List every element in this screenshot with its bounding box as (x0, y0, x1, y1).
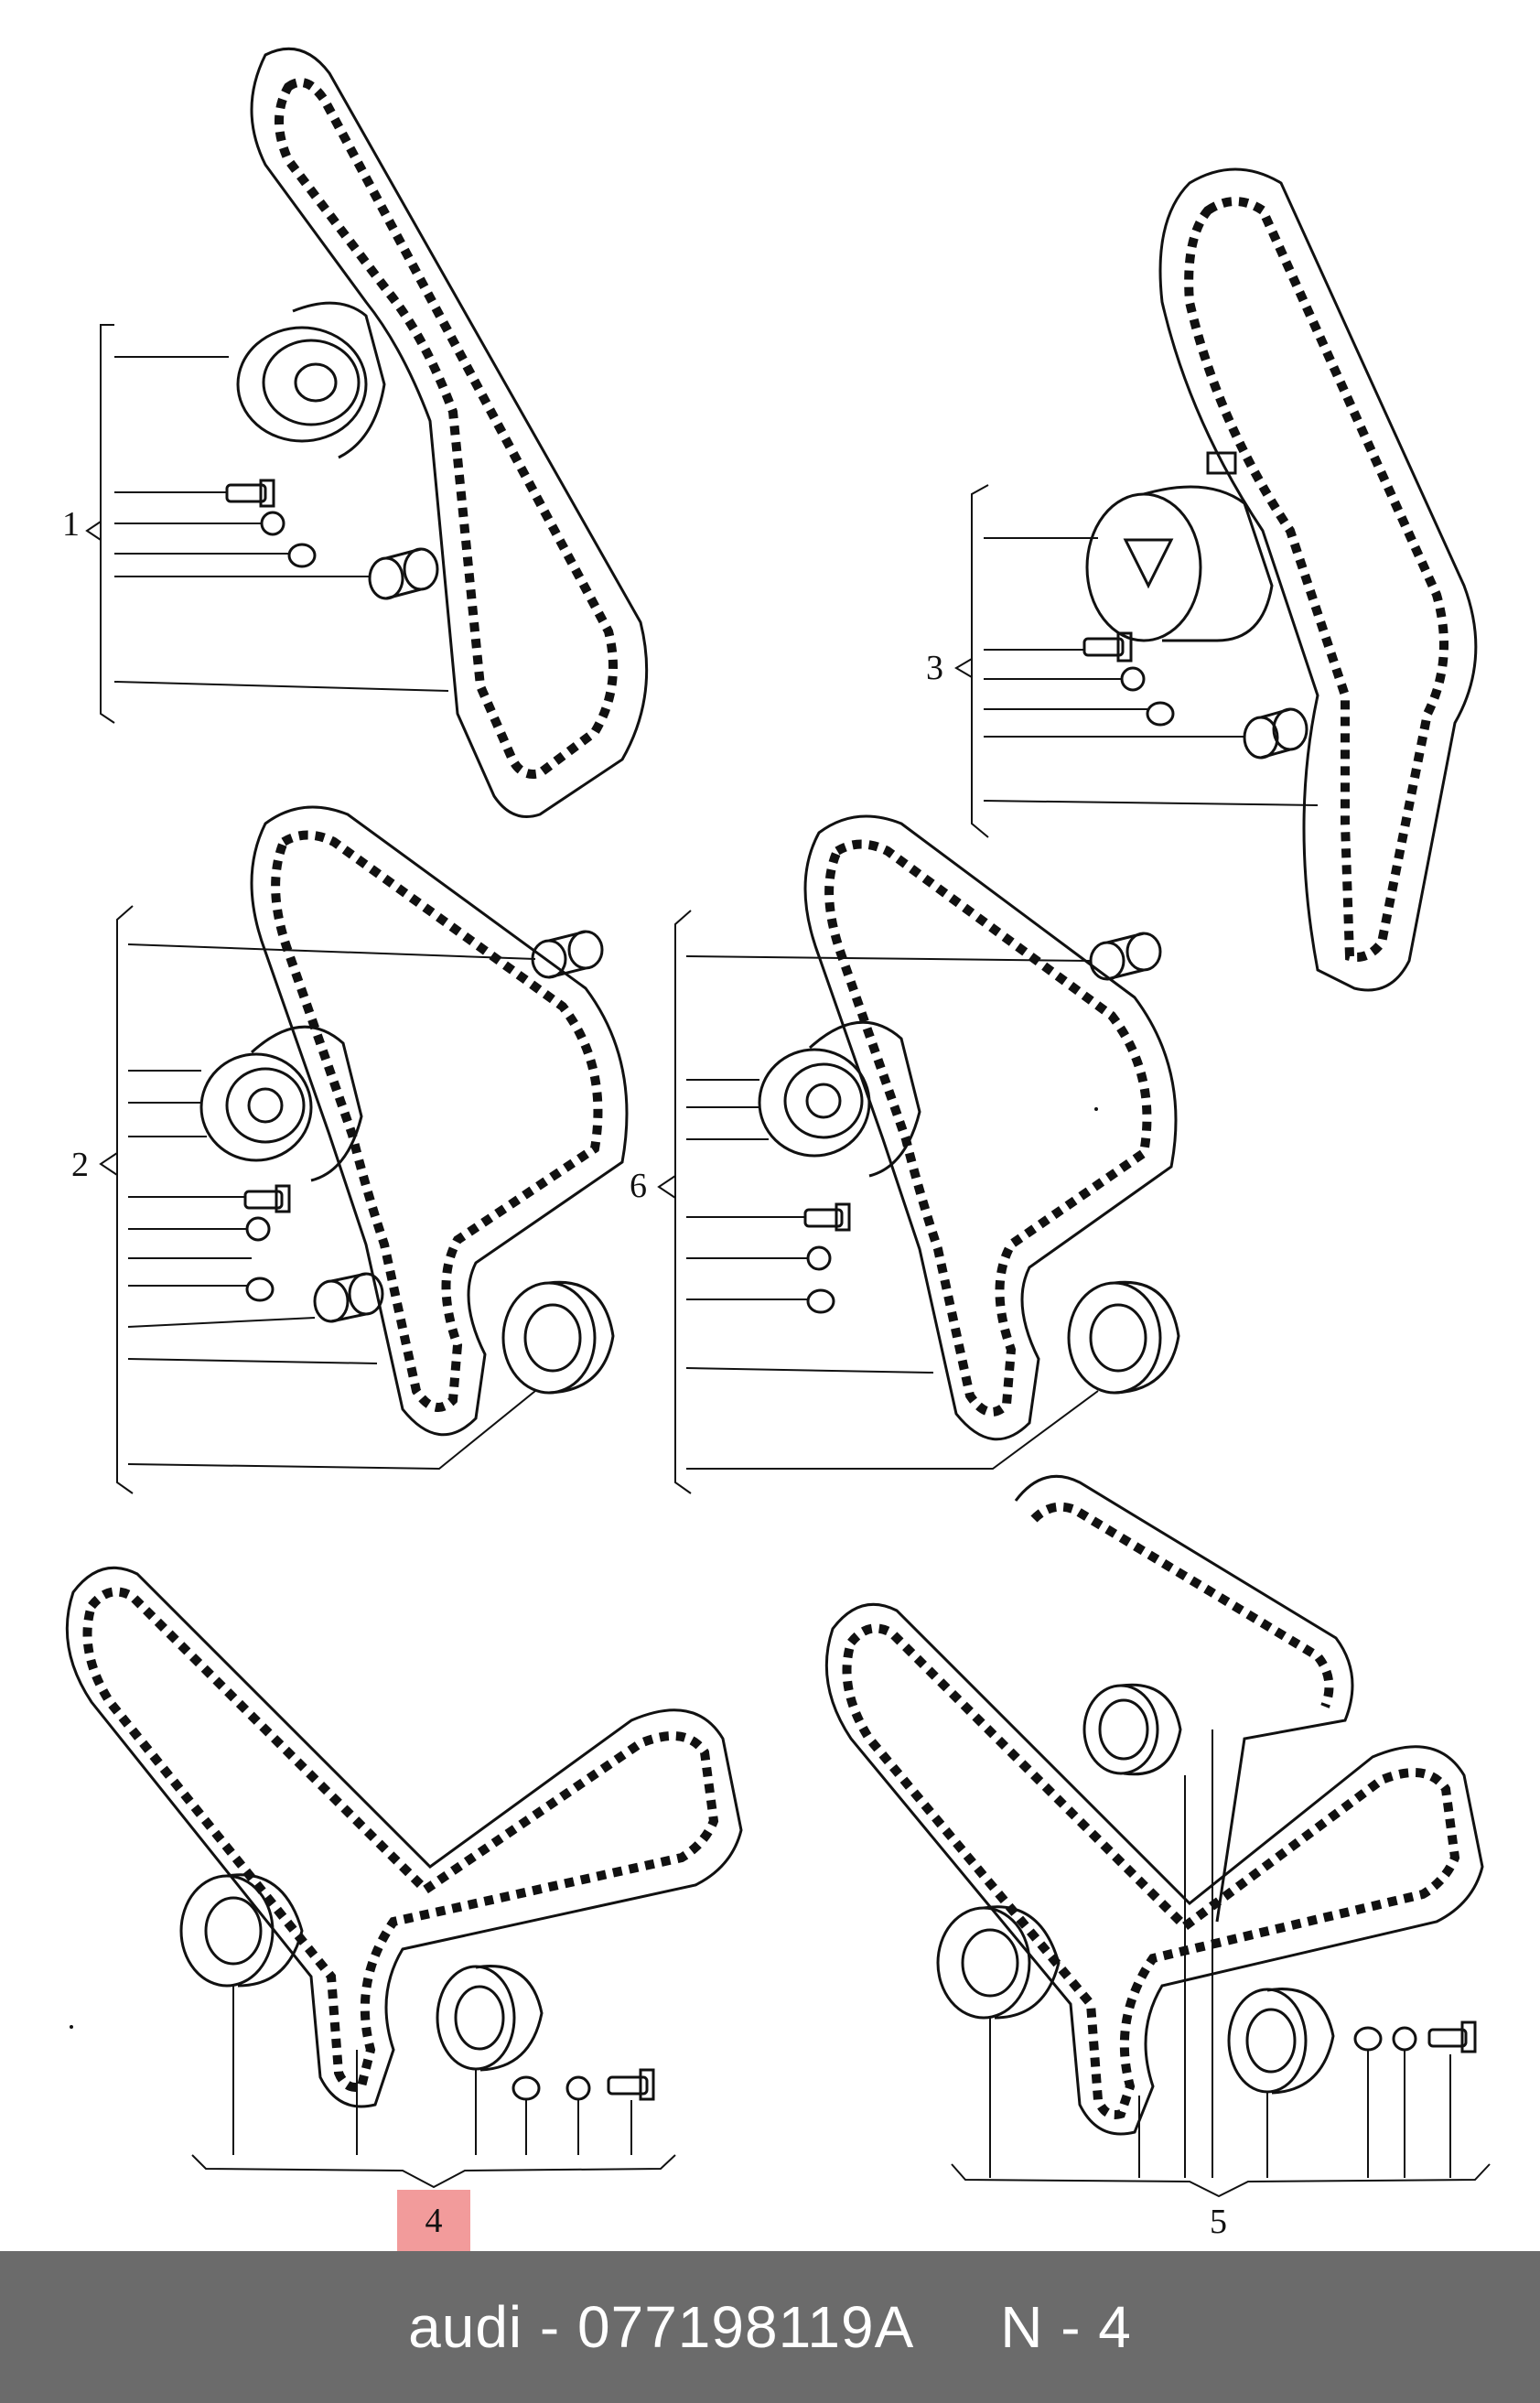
footer-dash: - (539, 2294, 561, 2360)
group-5-assembly: 5 (824, 1474, 1491, 2241)
callout-4: 4 (425, 2201, 443, 2240)
washer-5[interactable] (1392, 2026, 1417, 2052)
washer-2[interactable] (245, 1216, 271, 1242)
callout-2: 2 (71, 1146, 89, 1184)
timing-belt-5[interactable] (824, 1474, 1484, 2136)
bolt-6[interactable] (803, 1202, 851, 1232)
sleeve-1[interactable] (368, 547, 439, 600)
footer-gap (914, 2293, 1000, 2361)
footer-separator (522, 2293, 540, 2361)
speck (70, 2025, 73, 2029)
callout-5: 5 (1210, 2203, 1227, 2241)
footer-position: N - 4 (1000, 2294, 1132, 2360)
footer-brand: audi (408, 2294, 523, 2360)
callout-1: 1 (62, 505, 80, 544)
idler-pulley-6[interactable] (1067, 1280, 1180, 1395)
bolt-3[interactable] (1082, 631, 1133, 663)
sleeve-2a[interactable] (531, 930, 604, 979)
group-4-assembly (65, 1566, 743, 2189)
callout-3: 3 (926, 649, 943, 687)
speck (1094, 1107, 1098, 1111)
nut-2[interactable] (245, 1277, 275, 1302)
bolt-1[interactable] (225, 479, 275, 508)
group-6-assembly: 6 (630, 814, 1180, 1494)
highlighted-callout-box (397, 2190, 470, 2251)
tensioner-pulley-6[interactable] (758, 1020, 921, 1178)
idler-pulley-5[interactable] (1227, 1988, 1335, 2095)
nut-1[interactable] (287, 543, 317, 568)
washer-4[interactable] (565, 2075, 591, 2101)
bolt-2[interactable] (243, 1184, 291, 1213)
sleeve-6[interactable] (1089, 932, 1162, 981)
tensioner-pulley-1[interactable] (236, 301, 386, 459)
nut-6[interactable] (806, 1288, 835, 1314)
timing-belt-6[interactable] (803, 814, 1178, 1441)
leader-lines-6 (657, 910, 1099, 1494)
bolt-4[interactable] (607, 2068, 655, 2101)
timing-belt-3[interactable] (1158, 167, 1478, 992)
nut-5[interactable] (1353, 2026, 1383, 2052)
leader-lines-1 (85, 324, 449, 724)
tensioner-pulley-2[interactable] (199, 1025, 363, 1182)
tensioner-pulley-5[interactable] (936, 1905, 1061, 2020)
nut-4[interactable] (512, 2075, 541, 2101)
idler-pulley-2[interactable] (501, 1280, 615, 1395)
footer-space (560, 2293, 577, 2361)
sleeve-3[interactable] (1243, 707, 1308, 760)
washer-1[interactable] (260, 511, 285, 536)
timing-belt-1[interactable] (250, 47, 649, 818)
footer-caption-bar: audi - 077198119A N - 4 (0, 2251, 1540, 2403)
leader-lines-2 (99, 905, 536, 1494)
group-2-assembly: 2 (71, 805, 629, 1494)
tensioner-pulley-3[interactable] (1085, 451, 1274, 642)
timing-belt-4[interactable] (65, 1566, 743, 2108)
bolt-5[interactable] (1427, 2020, 1477, 2053)
callout-6: 6 (630, 1167, 647, 1205)
footer-part-number: 077198119A (577, 2294, 915, 2360)
group-3-assembly: 3 (926, 167, 1478, 992)
leader-lines-3 (954, 484, 1319, 838)
timing-belt-2[interactable] (250, 805, 629, 1437)
sleeve-2b[interactable] (313, 1272, 384, 1323)
tensioner-pulley-4[interactable] (179, 1873, 304, 1988)
leader-lines-5 (951, 1730, 1491, 2198)
leader-lines-4 (191, 1986, 676, 2189)
washer-3[interactable] (1120, 666, 1146, 692)
sleeve-5[interactable] (1082, 1683, 1182, 1776)
exploded-parts-diagram: 1 (62, 47, 1491, 2241)
group-1-assembly: 1 (62, 47, 649, 818)
idler-pulley-4[interactable] (436, 1965, 544, 2072)
nut-3[interactable] (1146, 701, 1175, 727)
washer-6[interactable] (806, 1245, 832, 1271)
